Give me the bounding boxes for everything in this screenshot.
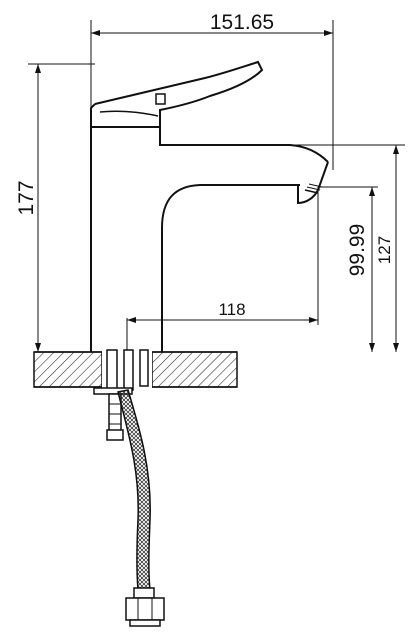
flexible-hose bbox=[117, 389, 151, 591]
mounting-shank bbox=[93, 349, 152, 441]
spout-top-height-label: 127 bbox=[375, 236, 394, 264]
overall-width-label: 151.65 bbox=[210, 11, 274, 34]
dimension-overall-height: 177 bbox=[15, 63, 95, 352]
spout-outlet-height-label: 99.99 bbox=[346, 224, 369, 277]
faucet-handle bbox=[90, 60, 264, 127]
dimension-spout-outlet-height: 99.99 bbox=[318, 186, 378, 352]
overall-height-label: 177 bbox=[15, 180, 38, 215]
spout-reach-label: 118 bbox=[218, 300, 245, 319]
dimension-spout-top-height: 127 bbox=[290, 144, 405, 352]
hose-fitting bbox=[125, 587, 165, 627]
dimension-spout-reach: 118 bbox=[126, 187, 319, 360]
faucet-body bbox=[90, 108, 329, 352]
dimension-overall-width: 151.65 bbox=[90, 11, 334, 352]
